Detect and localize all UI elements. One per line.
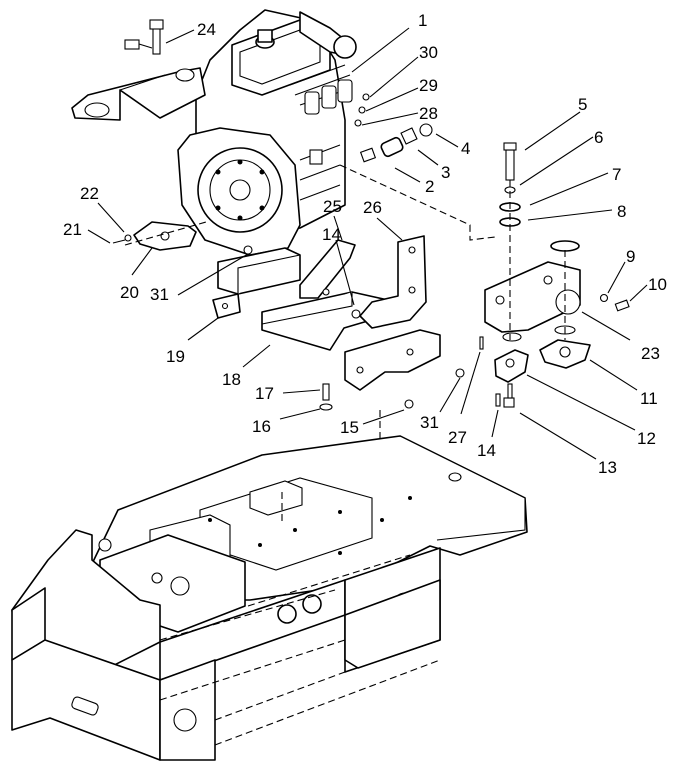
engine-assembly [71, 9, 357, 256]
callout-10: 10 [648, 275, 667, 294]
callout-24: 24 [197, 20, 216, 39]
hose-fittings [354, 93, 433, 163]
callout-4: 4 [461, 139, 470, 158]
callout-14-upper: 14 [322, 225, 341, 244]
right-engine-mount [479, 142, 630, 408]
callout-26: 26 [363, 198, 382, 217]
callout-28: 28 [419, 104, 438, 123]
callout-22: 22 [80, 184, 99, 203]
callout-25: 25 [323, 197, 342, 216]
callout-8: 8 [617, 202, 626, 221]
callout-6: 6 [594, 128, 603, 147]
callout-9: 9 [626, 247, 635, 266]
callout-31-right: 31 [420, 413, 439, 432]
callout-18: 18 [222, 370, 241, 389]
callout-19: 19 [166, 347, 185, 366]
callout-27: 27 [448, 428, 467, 447]
callout-20: 20 [120, 283, 139, 302]
leader-lines [87, 27, 648, 460]
callout-30: 30 [419, 43, 438, 62]
callout-13: 13 [598, 458, 617, 477]
callout-5: 5 [578, 95, 587, 114]
callout-14-lower: 14 [477, 441, 496, 460]
callout-29: 29 [419, 76, 438, 95]
callout-17: 17 [255, 384, 274, 403]
callout-1: 1 [418, 11, 427, 30]
callout-16: 16 [252, 417, 271, 436]
callout-31-left: 31 [150, 285, 169, 304]
callout-7: 7 [612, 165, 621, 184]
tractor-frame [11, 435, 528, 761]
callout-2: 2 [425, 177, 434, 196]
callout-3: 3 [441, 163, 450, 182]
callout-15: 15 [340, 418, 359, 437]
callout-21: 21 [63, 220, 82, 239]
callout-23: 23 [641, 344, 660, 363]
callout-12: 12 [637, 429, 656, 448]
callout-labels: 1 2 3 4 5 6 7 8 9 10 11 12 13 14 14 15 1… [63, 11, 667, 477]
callout-11: 11 [640, 389, 658, 408]
mount-brackets [112, 221, 465, 411]
